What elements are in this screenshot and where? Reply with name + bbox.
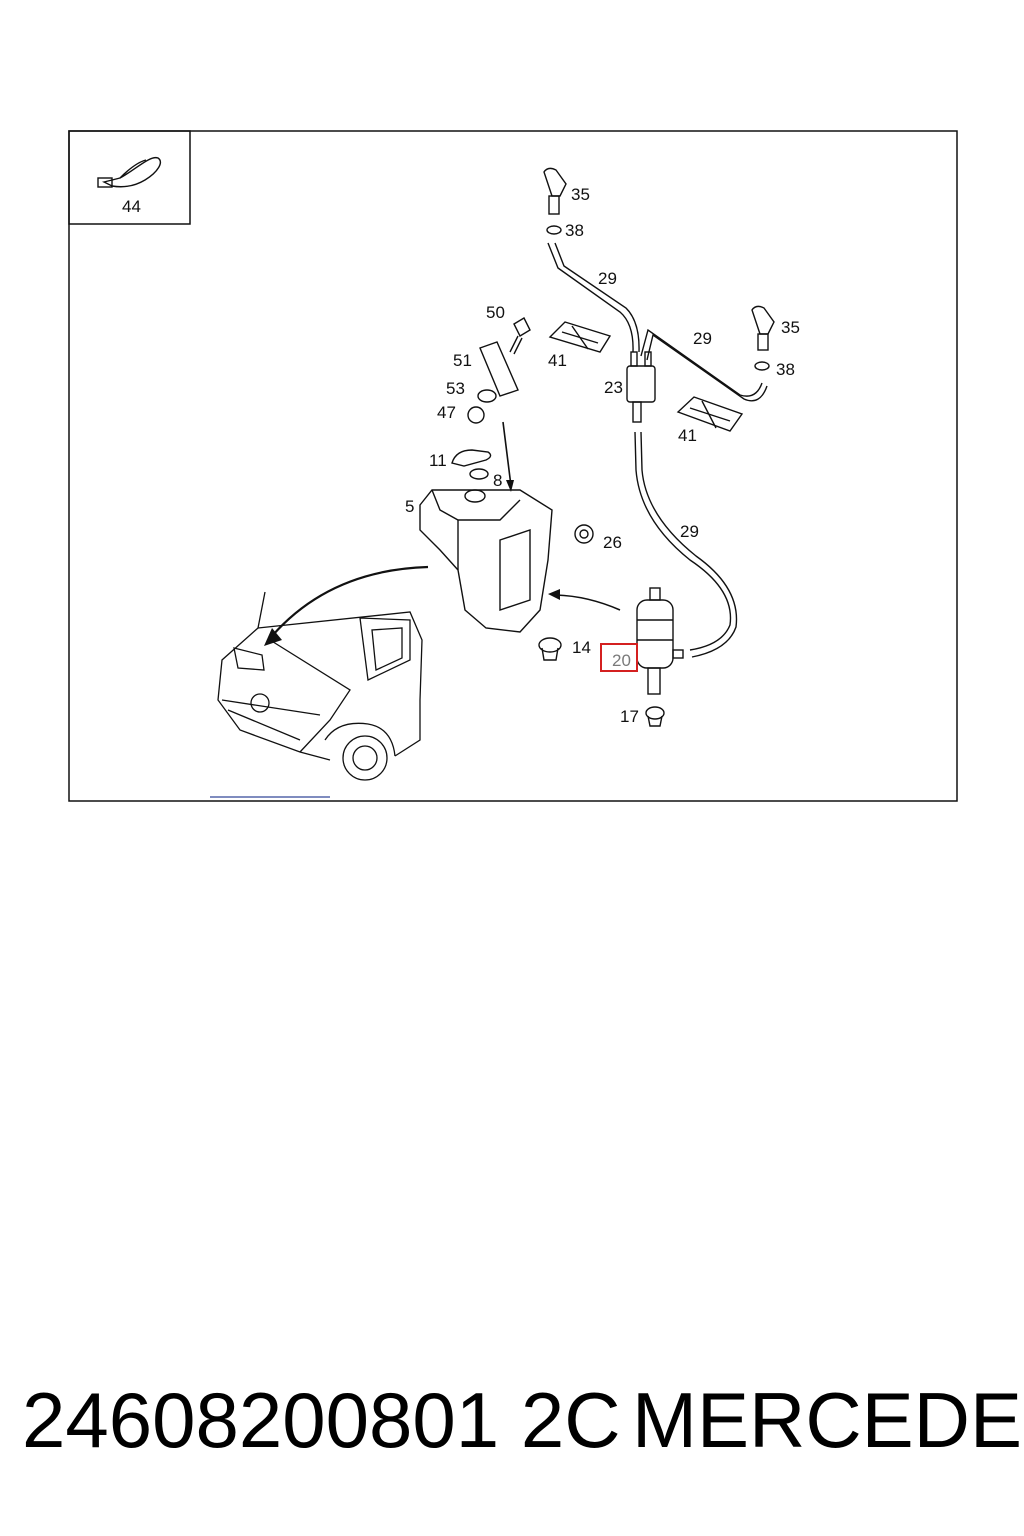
callout-38-left: 38	[565, 221, 584, 240]
callout-29-upper: 29	[598, 269, 617, 288]
callout-17: 17	[620, 707, 639, 726]
nut-53-icon	[477, 389, 497, 403]
callout-41-upper: 41	[548, 351, 567, 370]
grommet-47-icon	[467, 406, 485, 424]
parts-diagram: 44 35 38 29 35 38 29 50 51 53 47 41 23 4…	[68, 130, 958, 802]
seal-8-icon	[469, 468, 489, 480]
callout-35-right: 35	[781, 318, 800, 337]
callout-51: 51	[453, 351, 472, 370]
callout-26: 26	[603, 533, 622, 552]
callout-14: 14	[572, 638, 591, 657]
footer: 24608200801 2C MERCEDES	[0, 1375, 1024, 1485]
brand-name: MERCEDES	[632, 1376, 1024, 1464]
callout-44: 44	[122, 197, 141, 216]
gasket-icon	[479, 341, 519, 397]
washer-left-icon	[546, 225, 562, 235]
callout-47: 47	[437, 403, 456, 422]
callout-5: 5	[405, 497, 414, 516]
clip-lower-icon	[676, 396, 744, 432]
washer-pump-icon	[636, 587, 684, 695]
hose-lines	[547, 242, 768, 658]
reservoir-icon	[419, 489, 553, 633]
van-sketch	[217, 591, 423, 781]
highlight-box-20	[600, 643, 638, 672]
nozzle-left-icon	[543, 167, 567, 215]
cable-tie-icon	[97, 156, 162, 188]
callout-11: 11	[429, 451, 447, 470]
callout-29-lower: 29	[680, 522, 699, 541]
grommet-14-icon	[538, 637, 562, 661]
callout-41-lower: 41	[678, 426, 697, 445]
diagram-frame	[68, 130, 958, 802]
nozzle-right-icon	[751, 305, 775, 351]
grommet-17-icon	[645, 706, 665, 727]
inset-box	[68, 130, 191, 225]
arrow-to-tank	[555, 594, 621, 611]
arrow-down	[502, 421, 512, 487]
callout-38-right: 38	[776, 360, 795, 379]
grommet-26-icon	[574, 524, 594, 544]
clip-upper-icon	[548, 321, 612, 353]
screw-icon	[509, 317, 531, 355]
callout-20: 20	[612, 651, 631, 670]
arrow-to-van	[271, 565, 429, 637]
callout-29-right: 29	[693, 329, 712, 348]
part-number: 24608200801 2C	[22, 1376, 621, 1464]
callout-8: 8	[493, 471, 502, 490]
strap-11-icon	[451, 449, 492, 467]
callout-50: 50	[486, 303, 505, 322]
callout-23: 23	[604, 378, 623, 397]
check-valve-icon	[626, 351, 656, 423]
callout-35-left: 35	[571, 185, 590, 204]
callout-53: 53	[446, 379, 465, 398]
washer-right-icon	[754, 361, 770, 371]
